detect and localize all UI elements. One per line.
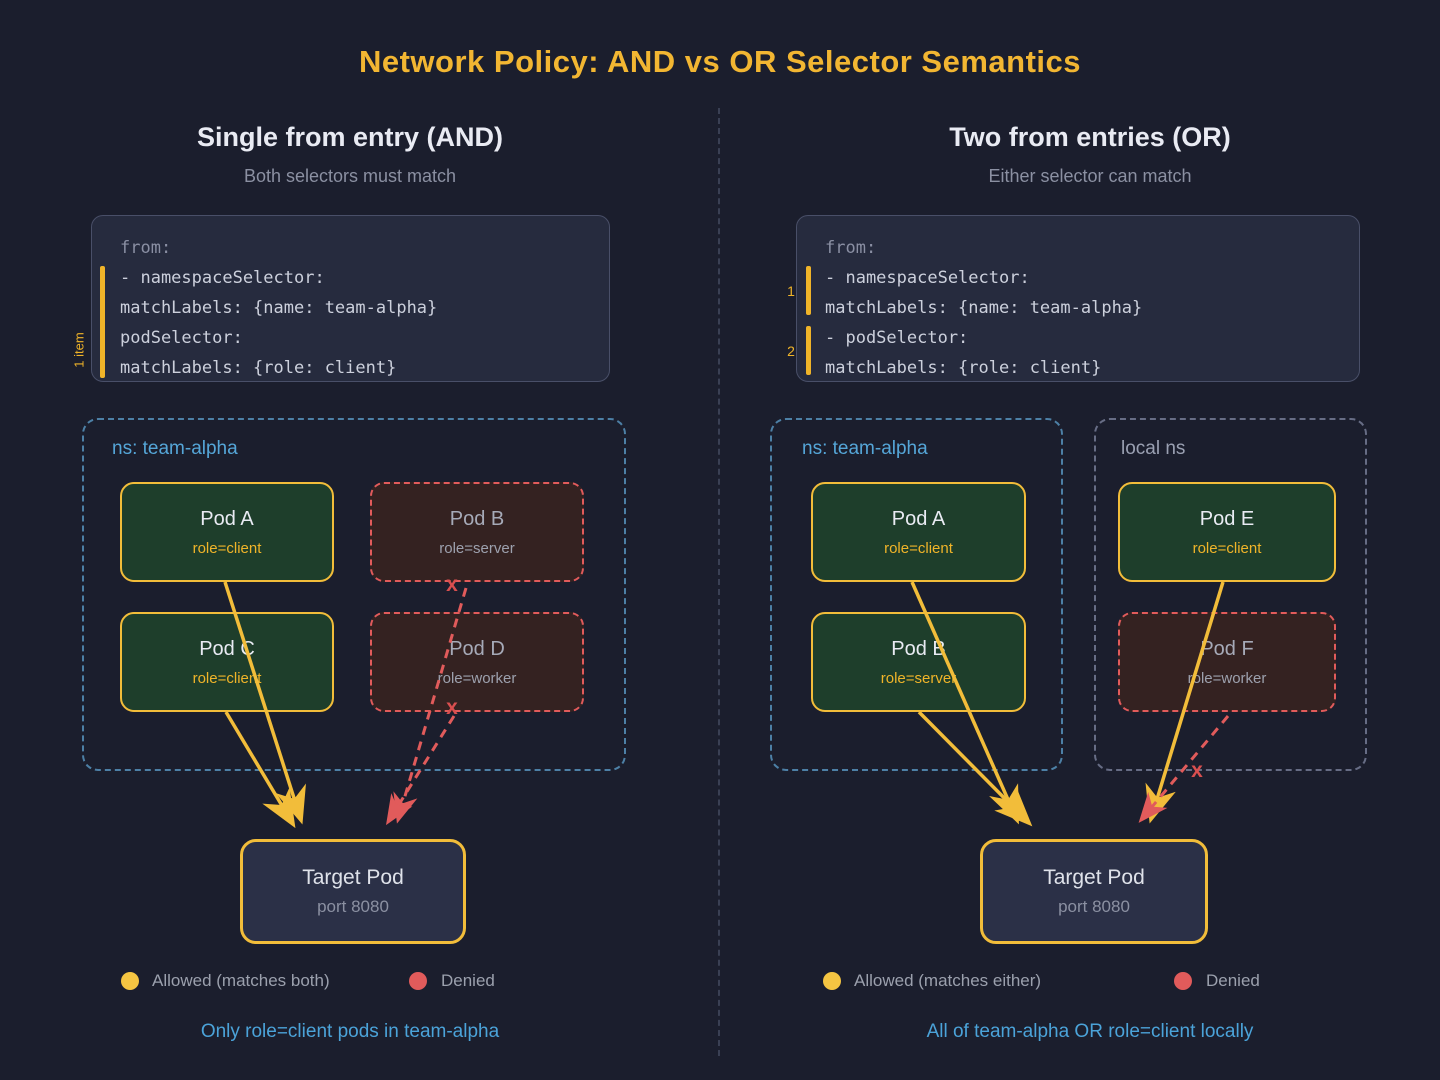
code-line: - namespaceSelector: (120, 268, 325, 288)
target-pod-port: port 8080 (317, 897, 389, 916)
pod-role-label: role=client (884, 539, 953, 557)
pod-b-right: Pod B role=server (811, 612, 1026, 712)
entry-1-number: 1 (787, 283, 795, 299)
pod-a-left: Pod A role=client (120, 482, 334, 582)
entry-1-bracket-bar (806, 266, 811, 315)
pod-c-left: Pod C role=client (120, 612, 334, 712)
target-pod-name: Target Pod (1043, 866, 1145, 889)
denied-x-icon: x (1191, 759, 1203, 782)
code-line: from: (120, 238, 172, 258)
code-line: matchLabels: {role: client} (825, 358, 1102, 378)
pod-name: Pod C (199, 637, 255, 660)
right-caption: All of team-alpha OR role=client locally (926, 1021, 1254, 1042)
code-line: podSelector: (120, 328, 243, 348)
code-line: matchLabels: {role: client} (120, 358, 397, 378)
left-caption: Only role=client pods in team-alpha (200, 1021, 500, 1042)
namespace-label: ns: team-alpha (112, 438, 238, 459)
namespace-label: ns: team-alpha (802, 438, 928, 459)
right-yaml-snippet: from: - namespaceSelector: matchLabels: … (796, 215, 1360, 382)
entry-2-number: 2 (787, 343, 795, 359)
denied-x-icon: x (446, 696, 458, 719)
entry-2-bracket-bar (806, 326, 811, 375)
denied-dot-icon (1174, 972, 1192, 990)
allowed-dot-icon (121, 972, 139, 990)
right-subheading: Either selector can match (988, 166, 1192, 186)
pod-role-label: role=client (1192, 539, 1262, 557)
namespace-label: local ns (1121, 438, 1186, 459)
code-line: from: (825, 238, 877, 258)
pod-name: Pod F (1200, 637, 1254, 660)
pod-role-label: role=server (880, 669, 957, 687)
pod-role-label: role=server (439, 539, 515, 557)
code-line: - podSelector: (825, 328, 969, 348)
single-entry-bracket-label: 1 item (71, 332, 87, 368)
namespace-box-local-ns (1094, 418, 1367, 771)
page-title: Network Policy: AND vs OR Selector Seman… (358, 44, 1082, 79)
left-subheading: Both selectors must match (243, 166, 457, 186)
right-heading: Two from entries (OR) (949, 122, 1231, 152)
denied-x-icon: x (446, 573, 458, 596)
pod-f-right: Pod F role=worker (1118, 612, 1336, 712)
left-heading: Single from entry (AND) (196, 122, 504, 152)
namespace-box-team-alpha-right (770, 418, 1063, 771)
legend-denied-label: Denied (1206, 971, 1260, 990)
allowed-dot-icon (823, 972, 841, 990)
pod-name: Pod B (449, 507, 505, 530)
left-yaml-snippet: from: - namespaceSelector: matchLabels: … (91, 215, 610, 382)
code-line: matchLabels: {name: team-alpha} (120, 298, 438, 318)
legend-denied-label: Denied (441, 971, 495, 990)
single-entry-bracket-bar (100, 266, 105, 378)
denied-dot-icon (409, 972, 427, 990)
pod-role-label: role=worker (1187, 669, 1267, 687)
pod-name: Pod E (1199, 507, 1255, 530)
pod-a-right: Pod A role=client (811, 482, 1026, 582)
pod-role-label: role=client (192, 539, 262, 557)
pod-b-left: Pod B role=server (370, 482, 584, 582)
legend-allowed-label: Allowed (matches both) (152, 971, 330, 990)
pod-role-label: role=client (192, 669, 262, 687)
target-pod-left: Target Pod port 8080 (240, 839, 466, 944)
pod-d-left: Pod D role=worker (370, 612, 584, 712)
pod-name: Pod A (891, 507, 946, 530)
pod-e-right: Pod E role=client (1118, 482, 1336, 582)
code-line: matchLabels: {name: team-alpha} (825, 298, 1143, 318)
column-divider (718, 108, 720, 1056)
pod-name: Pod D (449, 637, 505, 660)
namespace-box-team-alpha (82, 418, 626, 771)
pod-name: Pod B (891, 637, 946, 660)
target-pod-right: Target Pod port 8080 (980, 839, 1208, 944)
pod-role-label: role=worker (437, 669, 517, 687)
pod-name: Pod A (200, 507, 254, 530)
target-pod-name: Target Pod (302, 866, 404, 889)
code-line: - namespaceSelector: (825, 268, 1030, 288)
target-pod-port: port 8080 (1058, 897, 1130, 916)
legend-allowed-label: Allowed (matches either) (854, 971, 1042, 990)
